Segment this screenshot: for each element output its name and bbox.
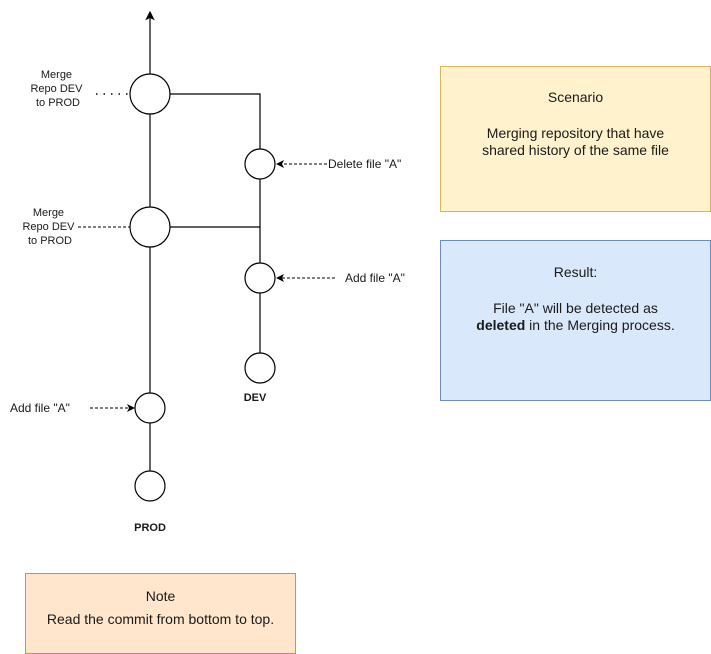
scenario-line-1: Merging repository that have bbox=[486, 125, 665, 141]
result-line-2-rest: in the Merging process. bbox=[525, 317, 675, 333]
note-title: Note bbox=[145, 588, 176, 604]
commit-dev-delete[interactable] bbox=[244, 148, 276, 180]
prod-add-label: Add file "A" bbox=[10, 401, 70, 415]
prod-branch-label: PROD bbox=[134, 522, 166, 534]
merge-mid-label: Merge Repo DEV to PROD bbox=[22, 207, 77, 247]
scenario-line-2: shared history of the same file bbox=[482, 142, 669, 158]
scenario-box: Scenario Merging repository that have sh… bbox=[440, 66, 711, 212]
result-title: Result: bbox=[553, 264, 598, 280]
commit-prod-base[interactable] bbox=[134, 470, 166, 502]
commit-dev-add[interactable] bbox=[244, 262, 276, 294]
note-text: Read the commit from bottom to top. bbox=[46, 611, 275, 627]
result-bold-word: deleted bbox=[476, 317, 526, 333]
delete-label: Delete file "A" bbox=[328, 157, 401, 171]
commit-merge-top[interactable] bbox=[129, 73, 171, 115]
merge-top-connector bbox=[170, 93, 261, 149]
dev-add-label: Add file "A" bbox=[345, 271, 405, 285]
scenario-title: Scenario bbox=[547, 89, 604, 105]
note-box: Note Read the commit from bottom to top. bbox=[25, 573, 296, 654]
result-box: Result: File "A" will be detected as del… bbox=[440, 240, 711, 401]
commit-dev-base[interactable] bbox=[244, 352, 276, 384]
commit-merge-mid[interactable] bbox=[129, 206, 171, 248]
result-line-1: File "A" will be detected as bbox=[493, 300, 658, 316]
result-line-2: deleted in the Merging process. bbox=[441, 317, 710, 334]
merge-top-label: Merge Repo DEV to PROD bbox=[30, 69, 85, 109]
dev-branch-label: DEV bbox=[244, 392, 267, 404]
commit-prod-add[interactable] bbox=[134, 392, 166, 424]
